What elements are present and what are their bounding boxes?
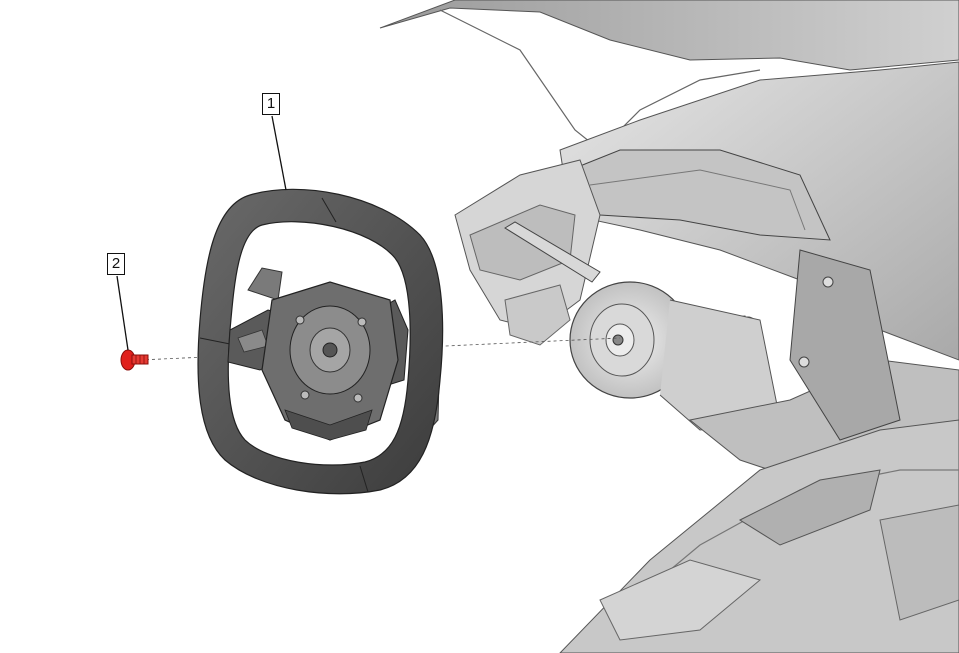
callout-1: 1	[262, 93, 280, 115]
steering-wheel-bolt	[120, 349, 149, 371]
callout-2: 2	[107, 253, 125, 275]
vehicle-interior	[379, 0, 959, 653]
turn-signal-stalk	[504, 221, 601, 283]
leader-line-1	[271, 115, 287, 191]
a-pillar	[379, 0, 959, 71]
instrument-cluster-hood	[569, 149, 831, 241]
steering-wheel	[197, 188, 444, 495]
leader-line-2	[116, 275, 129, 351]
paddle-shifter-left	[247, 267, 283, 301]
